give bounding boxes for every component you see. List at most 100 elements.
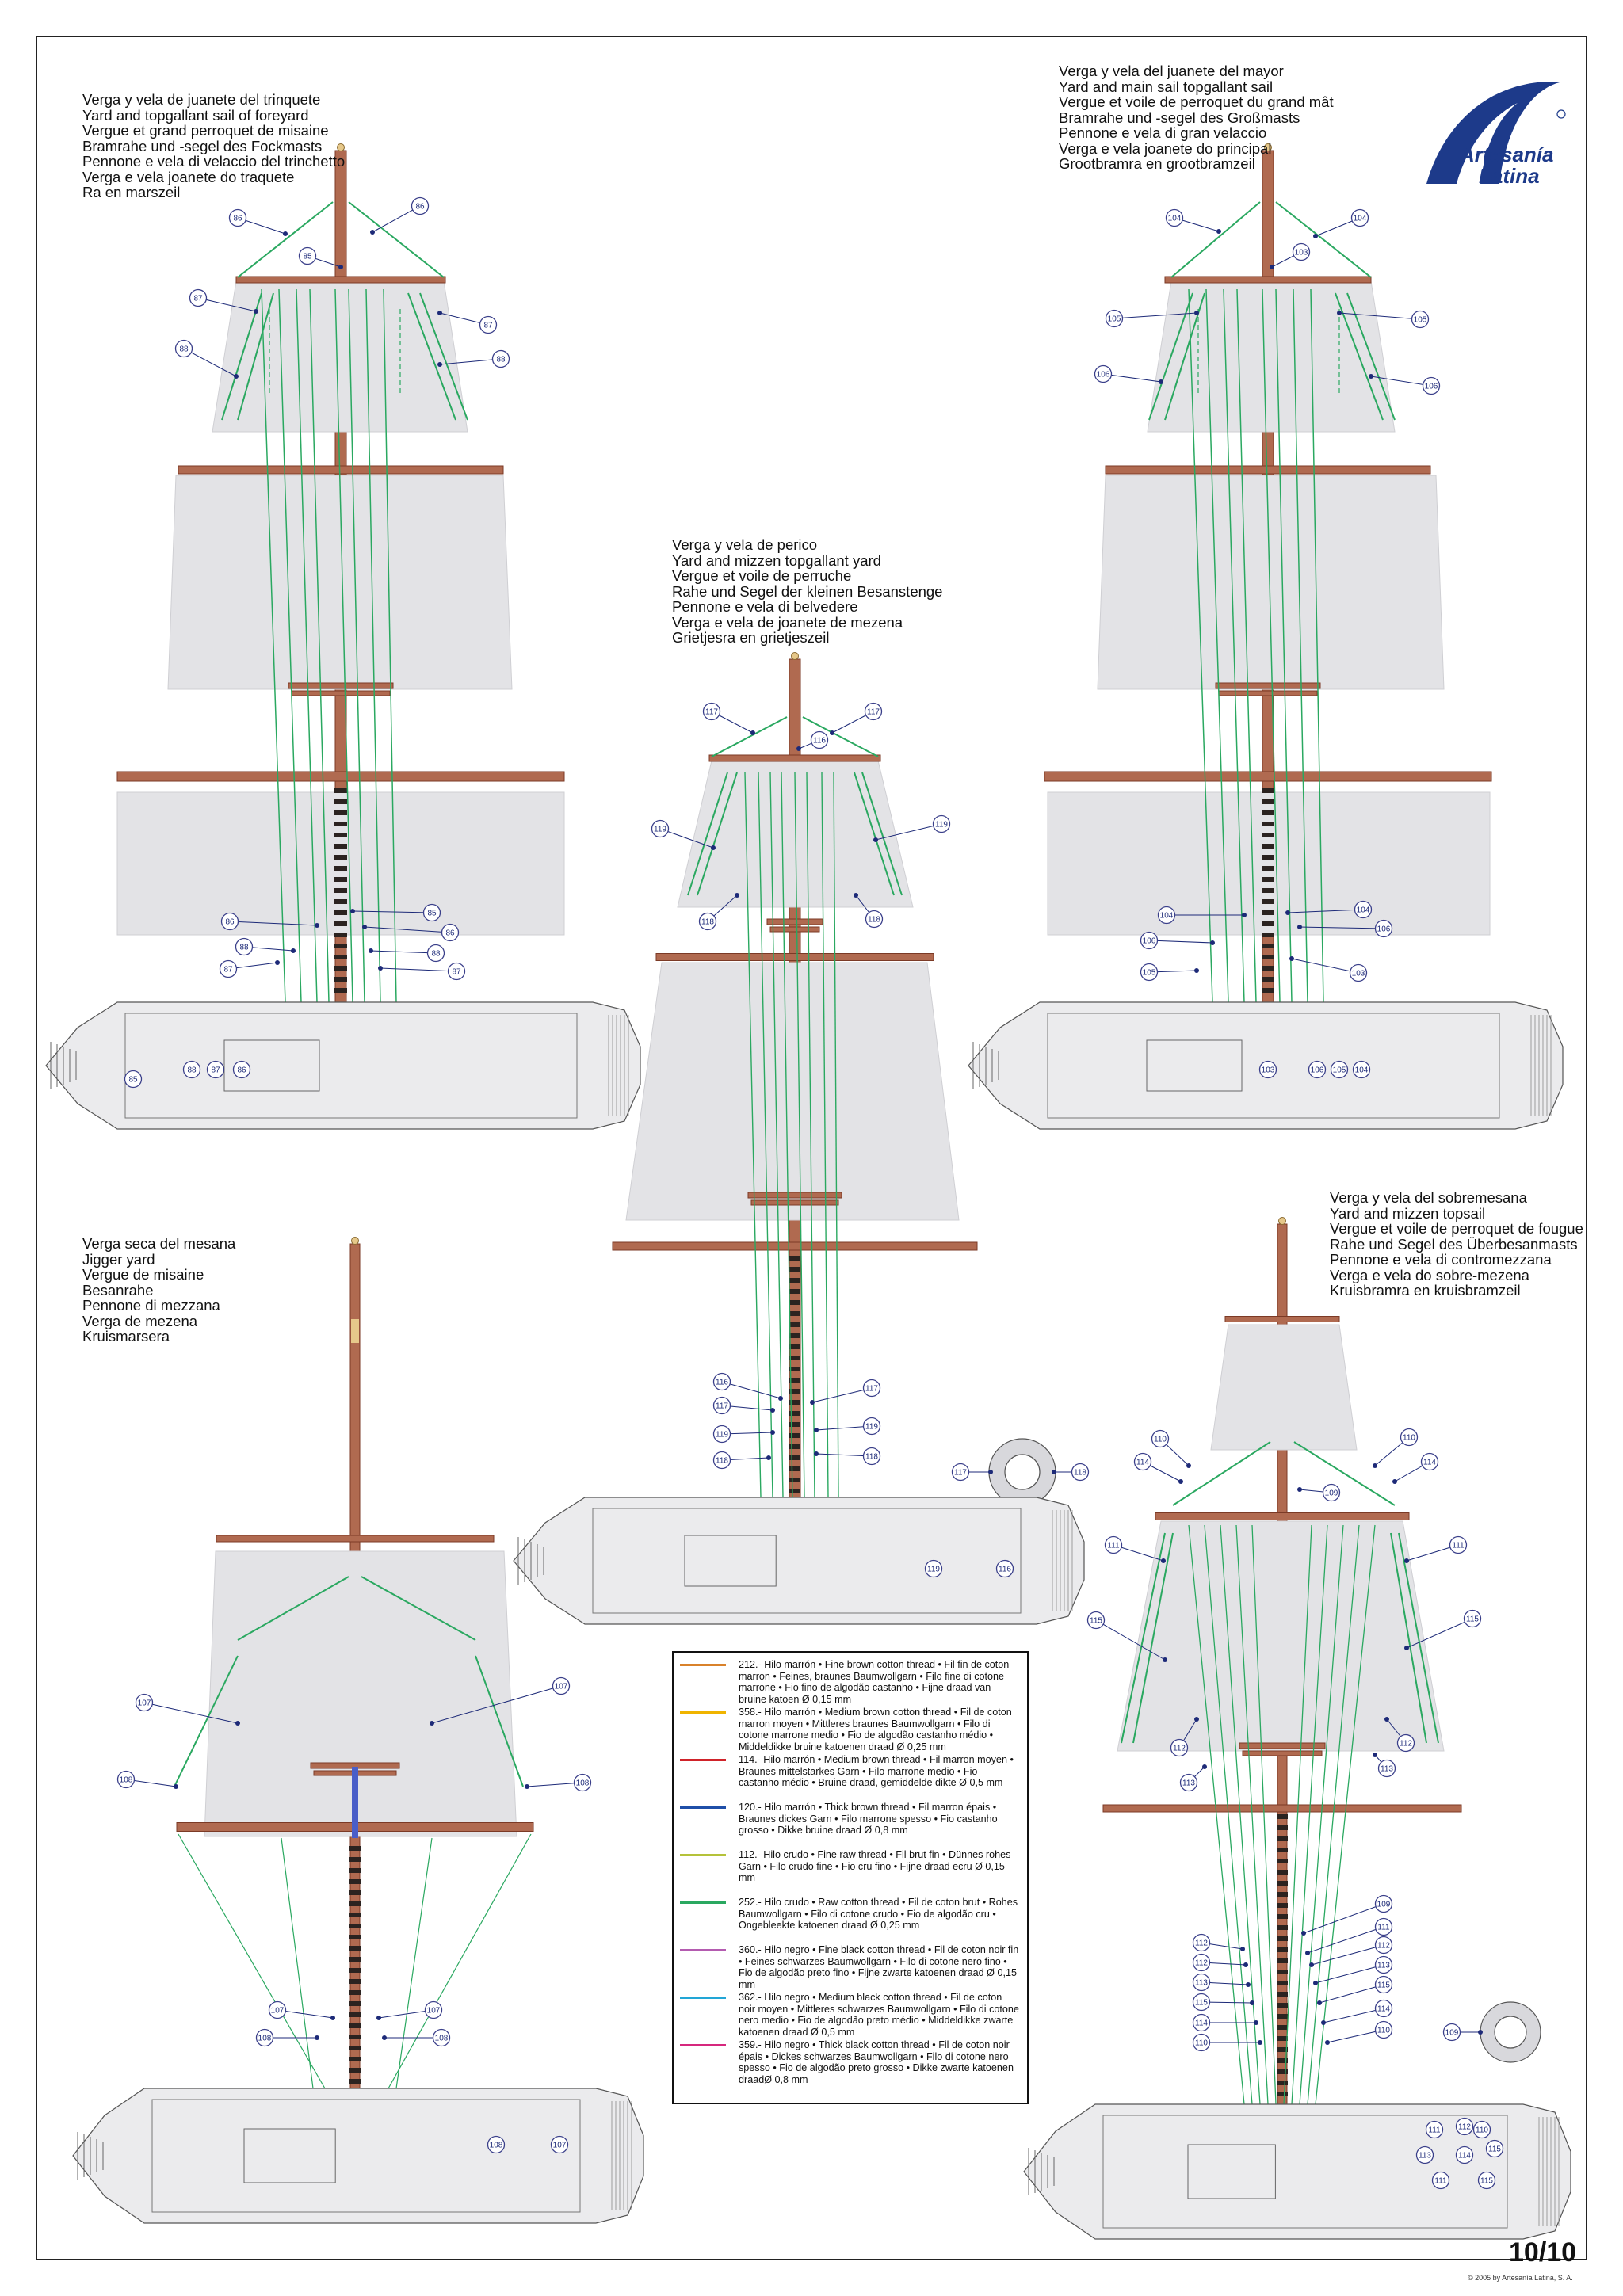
callout-ring	[1165, 208, 1184, 227]
callout-target-dot	[1159, 379, 1163, 384]
mast-band	[1277, 2081, 1288, 2085]
callout-target-dot	[711, 845, 716, 850]
callout-ring	[1094, 364, 1113, 383]
callout-label: 104	[1160, 912, 1174, 921]
callout-ring	[255, 2028, 274, 2047]
callout-target-dot	[1392, 1479, 1397, 1484]
callout-leader	[431, 1685, 562, 1724]
callout-leader	[229, 921, 318, 926]
callout-label: 107	[138, 1699, 151, 1708]
callout-ring	[1322, 1483, 1341, 1502]
sail	[116, 791, 565, 936]
caption-line: Yard and main sail topgallant sail	[1059, 78, 1274, 95]
callout-target-dot	[873, 837, 878, 842]
callout-ring	[1374, 1936, 1393, 1955]
callout-ring	[1374, 1955, 1393, 1974]
legend-item: 360.- Hilo negro • Fine black cotton thr…	[680, 1944, 1019, 1992]
mast-band	[1277, 2003, 1288, 2008]
mast-band	[1262, 933, 1274, 937]
callout-label: 111	[1377, 1924, 1390, 1932]
callout-leader	[1319, 1984, 1384, 2004]
callout-target-dot	[750, 730, 755, 735]
mast-band	[334, 855, 347, 860]
callout-ring	[1170, 1738, 1189, 1757]
mast-band	[349, 2046, 361, 2050]
callout-ring	[1455, 2145, 1474, 2164]
callout-ring	[189, 288, 208, 307]
callout-ring	[432, 2028, 451, 2047]
callout-target-dot	[988, 1470, 993, 1474]
mast-band	[1262, 910, 1274, 915]
mast-band	[1277, 1958, 1288, 1963]
callout-ring	[182, 1060, 201, 1079]
callout-target-dot	[174, 1784, 178, 1789]
callout-leader	[659, 828, 714, 849]
callout-ring	[1352, 1060, 1371, 1079]
caption-line: Rahe und Segel des Überbesanmasts	[1330, 1235, 1578, 1253]
rigging-line	[861, 772, 903, 896]
mast-band	[789, 1322, 800, 1327]
caption-line: Verga e vela de joanete de mezena	[672, 613, 903, 631]
caption-line: Kruisbramra en kruisbramzeil	[1330, 1282, 1521, 1299]
rigging-line	[806, 772, 815, 1498]
rigging-line	[1121, 1532, 1166, 1744]
rigging-line	[1307, 1524, 1360, 2105]
mast-band	[789, 1333, 800, 1338]
mast-band	[789, 1422, 800, 1427]
callout-label: 113	[1381, 1765, 1393, 1774]
callout-target-dot	[1178, 1479, 1183, 1484]
rigging-line	[833, 772, 839, 1498]
callout-label: 104	[1355, 1066, 1369, 1075]
mast-truck	[351, 1237, 359, 1245]
fore-hull-top-view	[45, 1001, 641, 1130]
callout-target-dot	[1216, 229, 1221, 234]
callout-target-dot	[1321, 2020, 1326, 2025]
legend-text: 360.- Hilo negro • Fine black cotton thr…	[739, 1944, 1019, 1990]
callout-ring	[1374, 1999, 1393, 2018]
callout-ring	[298, 246, 317, 265]
callout-target-dot	[1404, 1646, 1409, 1650]
callout-leader	[875, 823, 942, 841]
mast-band	[1262, 833, 1274, 837]
callout-target-dot	[1285, 910, 1290, 915]
callout-ring	[479, 315, 498, 334]
callout-ring	[447, 962, 466, 981]
caption-line: Verga y vela de juanete del trinquete	[82, 91, 321, 108]
mast-band	[789, 1411, 800, 1416]
caption-line: Verga e vela do sobre-mezena	[1330, 1266, 1529, 1283]
mast-band	[789, 1300, 800, 1305]
sail	[1117, 1520, 1445, 1752]
callout-target-dot	[854, 893, 858, 898]
callout-leader	[812, 1387, 873, 1403]
mast-band	[334, 866, 347, 871]
legend-swatch	[680, 1759, 726, 1761]
hull-outline	[513, 1497, 1085, 1625]
rigging-line	[794, 772, 805, 1498]
legend-item: 114.- Hilo marrón • Medium brown thread …	[680, 1754, 1019, 1802]
mast-band	[1262, 844, 1274, 849]
rigging-line	[1132, 1532, 1174, 1744]
mast-band	[789, 1367, 800, 1371]
mast-band	[1262, 988, 1274, 993]
callout-label: 86	[225, 918, 235, 927]
caption-line: Pennone di mezzana	[82, 1297, 220, 1314]
caption-line: Grootbramra en grootbramzeil	[1059, 155, 1255, 172]
yard-spar	[235, 276, 446, 284]
caption-line: Yard and mizzen topsail	[1330, 1204, 1486, 1222]
mast-band	[1277, 1848, 1288, 1852]
callout-ring	[1258, 1060, 1277, 1079]
callout-target-dot	[1289, 956, 1294, 961]
callout-label: 88	[239, 944, 249, 952]
mast-band	[1277, 1970, 1288, 1974]
callout-leader	[183, 348, 237, 377]
callout-label: 112	[1458, 2123, 1471, 2132]
brand-name-line2: Latina	[1479, 164, 1540, 188]
mast-band	[1277, 2092, 1288, 2096]
legend-item: 112.- Hilo crudo • Fine raw thread • Fil…	[680, 1849, 1019, 1897]
callout-target-dot	[437, 362, 442, 367]
caption-line: Bramrahe und -segel des Fockmasts	[82, 137, 323, 154]
mast-band	[1277, 2047, 1288, 2052]
rigging-line	[1291, 1524, 1328, 2105]
mast-band	[1262, 810, 1274, 815]
thread-legend: 212.- Hilo marrón • Fine brown cotton th…	[672, 1651, 1029, 2104]
